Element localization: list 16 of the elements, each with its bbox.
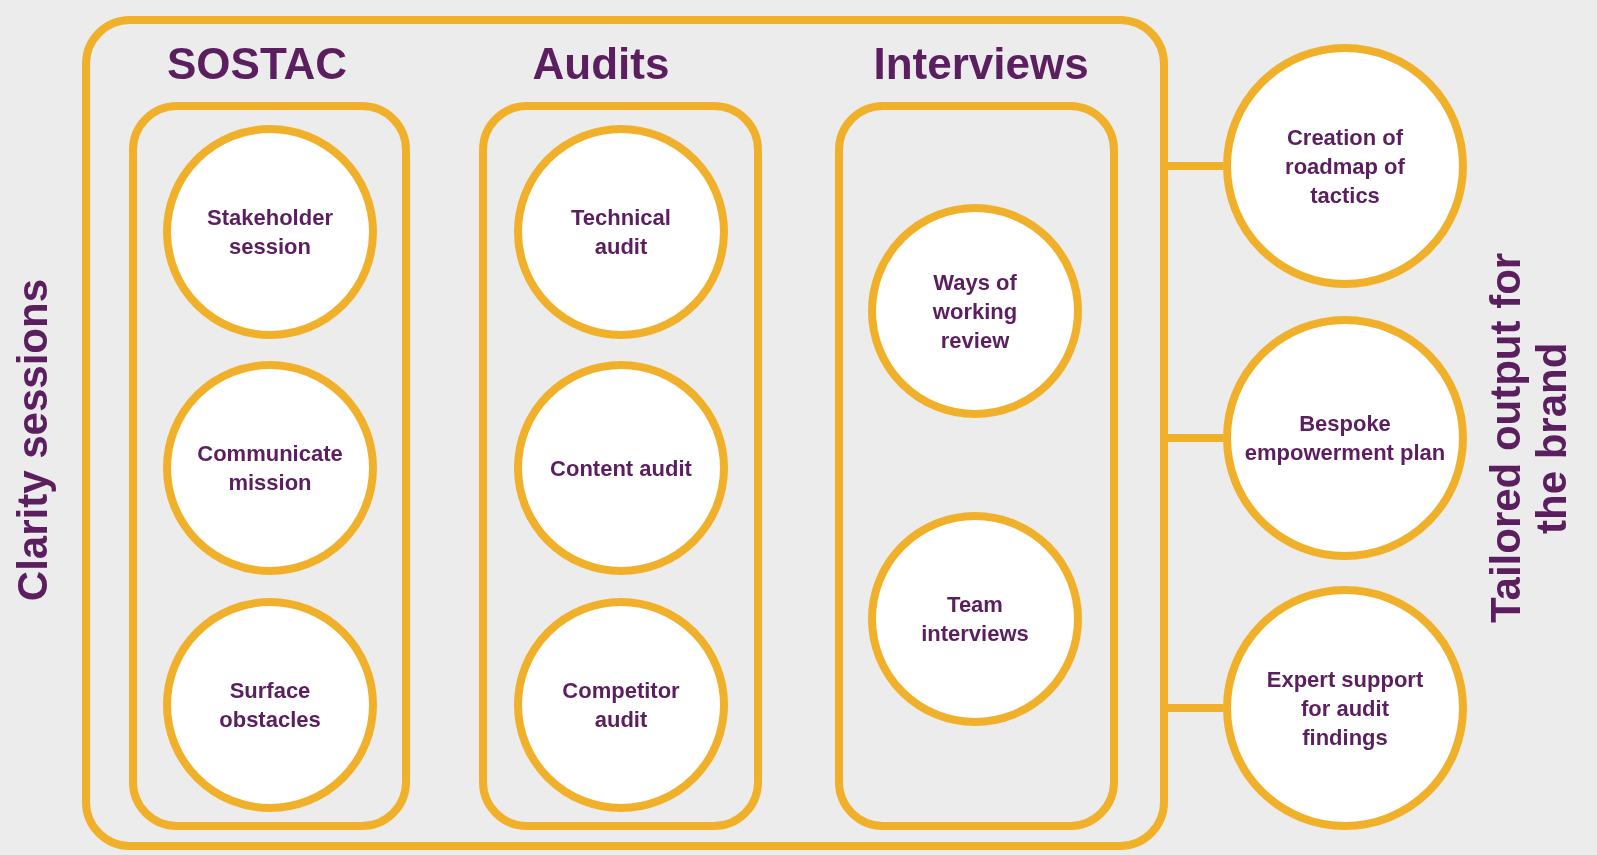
circle-label: Content audit [550, 454, 692, 483]
circle-label: Surface obstacles [218, 677, 322, 734]
side-label: Tailored output for the brand [1483, 251, 1576, 626]
circle-label: Stakeholder session [206, 204, 334, 261]
circle-label: Competitor audit [561, 677, 681, 734]
circle-label: Creation of roadmap of tactics [1284, 123, 1406, 210]
circle-label: Bespoke empowerment plan [1243, 410, 1447, 467]
column-heading: SOSTAC [167, 39, 348, 89]
circle-label: Ways of working review [931, 268, 1019, 355]
column-heading: Interviews [873, 39, 1089, 89]
circle-label: Technical audit [570, 204, 672, 261]
circle-label: Expert support for audit findings [1265, 665, 1425, 752]
circle-label: Communicate mission [196, 440, 344, 497]
group-title: Clarity sessions [9, 279, 57, 602]
circle-label: Team interviews [920, 591, 1030, 648]
column-heading: Audits [532, 39, 670, 89]
